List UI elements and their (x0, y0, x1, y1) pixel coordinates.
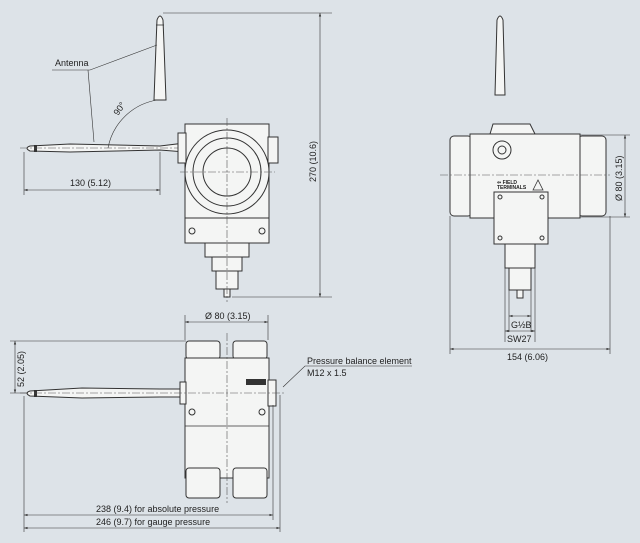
antenna-horizontal (20, 142, 190, 153)
length-gauge-label: 246 (9.7) for gauge pressure (96, 517, 210, 527)
pressure-balance-label: Pressure balance element (307, 356, 412, 366)
top-diameter-label: Ø 80 (3.15) (205, 311, 251, 321)
pressure-balance-leader (282, 365, 412, 388)
antenna-vertical (153, 15, 167, 101)
antenna-height-label: 52 (2.05) (16, 351, 26, 387)
antenna-label: Antenna (55, 58, 89, 68)
side-diameter-label: Ø 80 (3.15) (614, 155, 624, 201)
side-width-label: 154 (6.06) (507, 352, 548, 362)
antenna-side (494, 15, 506, 96)
field-terminals-label: ⇦ FIELD (496, 180, 517, 186)
housing-front (177, 118, 279, 302)
side-view: ⇦ FIELD TERMINALS Ø 80 (3.15) G½B SW27 1… (440, 15, 630, 362)
front-view: 90° Antenna 130 (5.12) 270 (10.6 (20, 12, 332, 302)
warning-icon (532, 179, 544, 191)
antenna-leader (52, 44, 158, 71)
thread-label: G½B (511, 320, 532, 330)
angle-arc (107, 99, 158, 149)
wrench-size-label: SW27 (507, 334, 532, 344)
terminal-box (493, 191, 549, 245)
total-height-label: 270 (10.6) (308, 141, 318, 182)
angle-label: 90° (111, 100, 127, 117)
antenna-length-label: 130 (5.12) (70, 178, 111, 188)
pressure-balance-thread-label: M12 x 1.5 (307, 368, 347, 378)
length-absolute-label: 238 (9.4) for absolute pressure (96, 504, 219, 514)
field-terminals-label-2: TERMINALS (497, 185, 527, 191)
antenna-top (26, 387, 181, 399)
top-view: Ø 80 (3.15) 52 (2.05) Pressure balance e… (10, 311, 412, 532)
